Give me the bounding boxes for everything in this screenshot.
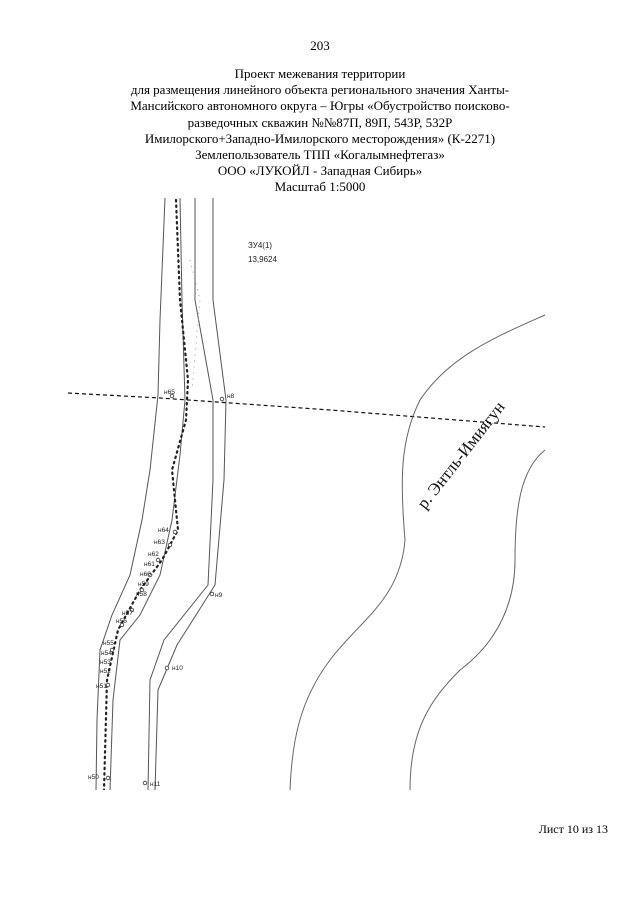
title-line: Имилорского+Западно-Имилорского месторож… bbox=[144, 130, 496, 146]
title-line: Землепользователь ТПП «Когалымнефтегаз» bbox=[195, 147, 445, 163]
parcel-label: ЗУ4(1) bbox=[248, 241, 272, 250]
point-label: н65 bbox=[164, 389, 175, 396]
dotted-corridor-line bbox=[102, 198, 190, 790]
title-line: Мансийского автономного округа – Югры «О… bbox=[130, 98, 510, 114]
point-label: н56 bbox=[116, 618, 127, 625]
point-label: н53 bbox=[100, 659, 111, 666]
point-label: н9 bbox=[215, 592, 223, 599]
river-bank-right bbox=[409, 449, 546, 790]
road-edge-outer-right bbox=[154, 198, 227, 790]
point-label: н58 bbox=[136, 591, 147, 598]
point-label: н57 bbox=[122, 610, 133, 617]
river-label: р. Энтль-Имиягун bbox=[413, 398, 508, 513]
point-label: н8 bbox=[227, 393, 235, 400]
document-title: Проект межевания территории для размещен… bbox=[0, 66, 640, 196]
point-label: н54 bbox=[101, 650, 112, 657]
point-label: н63 bbox=[154, 539, 165, 546]
point-label: н11 bbox=[150, 781, 161, 788]
sheet-boundary-dashed bbox=[67, 392, 546, 428]
title-line: разведочных скважин №№87П, 89П, 543Р, 53… bbox=[187, 114, 453, 130]
cadastral-map: н65 н8 н64 н63 н62 н61 н60 н59 н58 н57 н… bbox=[67, 197, 546, 790]
sheet-number: Лист 10 из 13 bbox=[538, 822, 608, 836]
point-label: н55 bbox=[103, 640, 114, 647]
road-edge-inner-right bbox=[147, 198, 214, 790]
point-label: н10 bbox=[172, 665, 183, 672]
point-label: н51 bbox=[96, 683, 107, 690]
point-label: н60 bbox=[140, 571, 151, 578]
point-label: н59 bbox=[138, 581, 149, 588]
parcel-area: 13,9624 bbox=[248, 255, 277, 264]
scale-label: Масштаб 1:5000 bbox=[274, 179, 366, 195]
river-bank-left bbox=[289, 314, 546, 790]
point-label: н50 bbox=[88, 774, 99, 781]
point-label: н61 bbox=[144, 561, 155, 568]
title-line: ООО «ЛУКОЙЛ - Западная Сибирь» bbox=[217, 163, 423, 179]
title-line: для размещения линейного объекта региона… bbox=[130, 82, 510, 98]
boundary-line-inner-left bbox=[109, 197, 186, 790]
point-label: н64 bbox=[158, 527, 169, 534]
page-number: 203 bbox=[310, 38, 330, 53]
point-label: н62 bbox=[148, 551, 159, 558]
point-label: н52 bbox=[100, 668, 111, 675]
boundary-line-outer-left bbox=[95, 197, 166, 790]
title-line: Проект межевания территории bbox=[234, 66, 406, 81]
